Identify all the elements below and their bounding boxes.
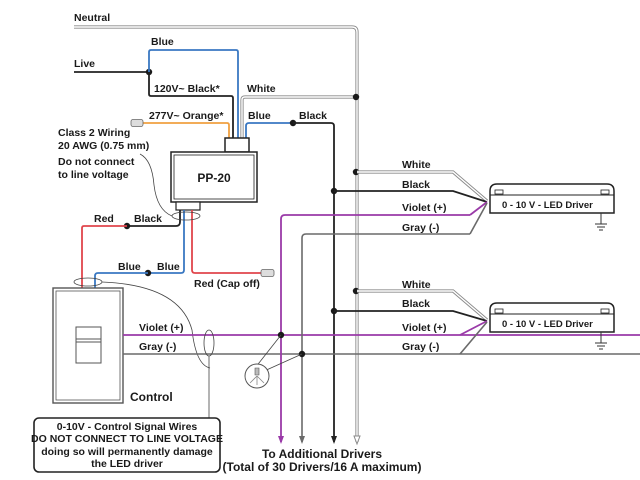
red-left-label: Red (94, 213, 114, 225)
driver1-violet-wire (469, 201, 488, 216)
bundle-leader-line (101, 281, 211, 369)
violet-ctrl-label: Violet (+) (139, 322, 183, 334)
neutral-wire (74, 25, 359, 442)
warning-line-3: doing so will permanently damage (41, 446, 213, 458)
black-120v-wire (148, 72, 234, 140)
pp20-power-pack (170, 137, 258, 211)
black-mid-label: Black (299, 110, 327, 122)
white-top-label: White (247, 83, 276, 95)
blue-mid-label: Blue (248, 110, 271, 122)
driver1-gray-label: Gray (-) (402, 222, 439, 234)
warning-line-1: 0-10V - Control Signal Wires (57, 421, 198, 433)
driver1-black-label: Black (402, 179, 430, 191)
driver1-gray-wire (469, 202, 488, 235)
junction-dot (352, 93, 360, 101)
driver2-white-label: White (402, 279, 431, 291)
v277-orange-label: 277V~ Orange* (149, 110, 224, 122)
class2-label-3: Do not connect (58, 156, 135, 168)
wire-cap-icon (260, 269, 275, 277)
blue-low1-label: Blue (118, 261, 141, 273)
live-label: Live (74, 58, 95, 70)
wire-bundle-marker (171, 211, 201, 221)
driver2-gray-label: Gray (-) (402, 341, 439, 353)
additional-drivers-line-2: (Total of 30 Drivers/16 A maximum) (223, 460, 422, 474)
neutral-label: Neutral (74, 12, 110, 24)
control-label: Control (130, 390, 173, 404)
black-left-label: Black (134, 213, 162, 225)
driver1-black-wire (334, 190, 488, 203)
blue-low2-label: Blue (157, 261, 180, 273)
wire-nut-icon (244, 334, 303, 389)
class2-label-1: Class 2 Wiring (58, 127, 130, 139)
ground-icon (595, 332, 607, 350)
driver2-label: 0 - 10 V - LED Driver (502, 319, 593, 330)
pp20-blue-low-wire (148, 210, 185, 274)
warning-line-2: DO NOT CONNECT TO LINE VOLTAGE (31, 433, 223, 445)
driver1-white-wire (357, 170, 489, 203)
led-driver-2 (489, 302, 615, 333)
driver2-black-label: Black (402, 298, 430, 310)
violet-bus (280, 214, 470, 442)
warning-box (33, 417, 221, 473)
additional-drivers-line-1: To Additional Drivers (262, 447, 382, 461)
wire-cap-icon (130, 119, 144, 127)
class2-leader-line (139, 153, 173, 217)
wire-bundle-marker (203, 329, 215, 357)
driver2-violet-label: Violet (+) (402, 322, 446, 334)
switched-black-bus (293, 122, 335, 442)
blue-top-wire (148, 49, 239, 140)
led-driver-1 (489, 183, 615, 214)
arrow-down-icon (299, 436, 305, 444)
control-dimmer (52, 287, 124, 404)
driver2-violet-wire (459, 320, 488, 336)
red-capoff-wire (191, 210, 261, 274)
class2-label-2: 20 AWG (0.75 mm) (58, 140, 149, 152)
class2-label-4: to line voltage (58, 169, 129, 181)
blue-to-control-wire (94, 272, 148, 290)
arrow-down-icon (331, 436, 337, 444)
driver1-violet-label: Violet (+) (402, 202, 446, 214)
arrow-down-icon (353, 435, 361, 446)
blue-top-label: Blue (151, 36, 174, 48)
pp20-blue-out-wire (245, 122, 293, 140)
driver1-label: 0 - 10 V - LED Driver (502, 200, 593, 211)
warning-line-4: the LED driver (91, 458, 163, 470)
ground-icon (595, 213, 607, 231)
pp20-white-wire (240, 95, 357, 140)
driver2-white-wire (357, 289, 489, 322)
pp20-black-low-wire (128, 210, 181, 227)
arrow-down-icon (278, 436, 284, 444)
driver1-white-label: White (402, 159, 431, 171)
orange-277v-wire (143, 122, 230, 140)
driver2-black-wire (334, 310, 488, 322)
red-capoff-label: Red (Cap off) (194, 278, 260, 290)
driver2-gray-wire (459, 321, 488, 355)
gray-ctrl-label: Gray (-) (139, 341, 176, 353)
pp20-label: PP-20 (197, 171, 231, 185)
wire-bundle-marker (73, 277, 103, 287)
gray-bus (301, 233, 470, 442)
red-wire (81, 225, 127, 290)
v120-black-label: 120V~ Black* (154, 83, 221, 95)
